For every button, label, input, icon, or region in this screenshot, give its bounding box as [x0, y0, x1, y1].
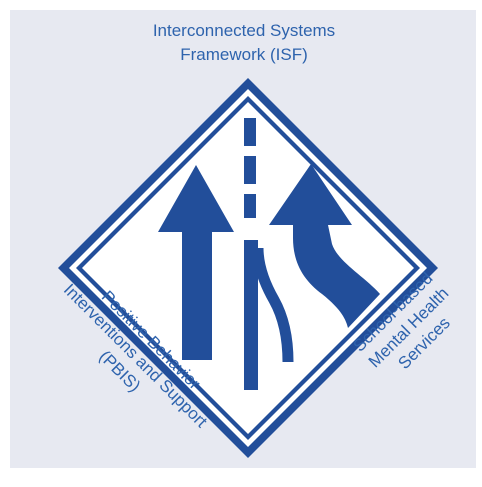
merge-lanes-road-sign-icon: [58, 78, 438, 458]
merging-arrow-icon: [269, 164, 380, 328]
title-line-2: Framework (ISF): [180, 45, 308, 64]
straight-arrow-icon: [158, 165, 234, 360]
solid-lane-line: [244, 240, 258, 390]
dashed-lane-line: [244, 118, 256, 218]
title-line-1: Interconnected Systems: [153, 21, 335, 40]
merging-lane-line: [252, 247, 294, 363]
